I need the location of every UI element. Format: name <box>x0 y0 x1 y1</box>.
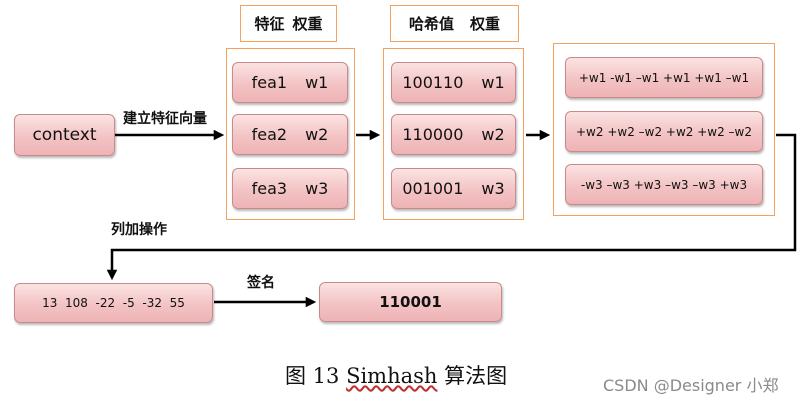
hash-weight: w3 <box>481 179 505 198</box>
figure-caption: 图 13 Simhash 算法图 <box>285 360 507 390</box>
feature-name: fea2 <box>251 125 288 144</box>
watermark: CSDN @Designer 小郑 <box>603 376 779 395</box>
feature-row-1: fea1 w1 <box>232 62 348 103</box>
feature-row-3: fea3 w3 <box>232 168 348 209</box>
hash-value: 001001 <box>402 179 464 198</box>
label-column-add: 列加操作 <box>111 222 167 238</box>
label-build-vector: 建立特征向量 <box>123 111 207 127</box>
weighted-row-3: -w3 –w3 +w3 –w3 –w3 +w3 <box>565 164 763 205</box>
caption-name: Simhash <box>346 364 438 388</box>
hashes-header: 哈希值 权重 <box>390 5 519 42</box>
feature-row-2: fea2 w2 <box>232 114 348 155</box>
weighted-row-2: +w2 +w2 –w2 +w2 +w2 –w2 <box>565 111 763 152</box>
hash-weight: w2 <box>481 125 505 144</box>
hashes-header-col2: 权重 <box>470 15 501 33</box>
arrow-weighted-to-sum <box>106 133 797 281</box>
hash-row-2: 110000 w2 <box>391 114 516 155</box>
hash-value: 110000 <box>402 125 464 144</box>
feature-weight: w3 <box>305 179 329 198</box>
feature-name: fea1 <box>251 73 288 92</box>
feature-weight: w2 <box>305 125 329 144</box>
features-header: 特征 权重 <box>240 5 337 42</box>
hash-row-3: 001001 w3 <box>391 168 516 209</box>
features-header-col2: 权重 <box>292 15 323 33</box>
feature-weight: w1 <box>305 73 329 92</box>
feature-name: fea3 <box>251 179 288 198</box>
context-box: context <box>14 114 115 156</box>
features-header-col1: 特征 <box>254 15 285 33</box>
hash-weight: w1 <box>481 73 505 92</box>
weighted-row-1: +w1 -w1 –w1 +w1 +w1 –w1 <box>565 57 763 98</box>
hashes-header-col1: 哈希值 <box>408 15 454 33</box>
label-signature: 签名 <box>247 275 275 291</box>
hash-value: 100110 <box>402 73 464 92</box>
hash-row-1: 100110 w1 <box>391 62 516 103</box>
caption-prefix: 图 13 <box>285 364 347 388</box>
result-box: 110001 <box>319 282 502 322</box>
sum-vector-box: 13 108 -22 -5 -32 55 <box>14 283 213 323</box>
context-label: context <box>32 125 97 145</box>
caption-suffix: 算法图 <box>437 364 508 388</box>
